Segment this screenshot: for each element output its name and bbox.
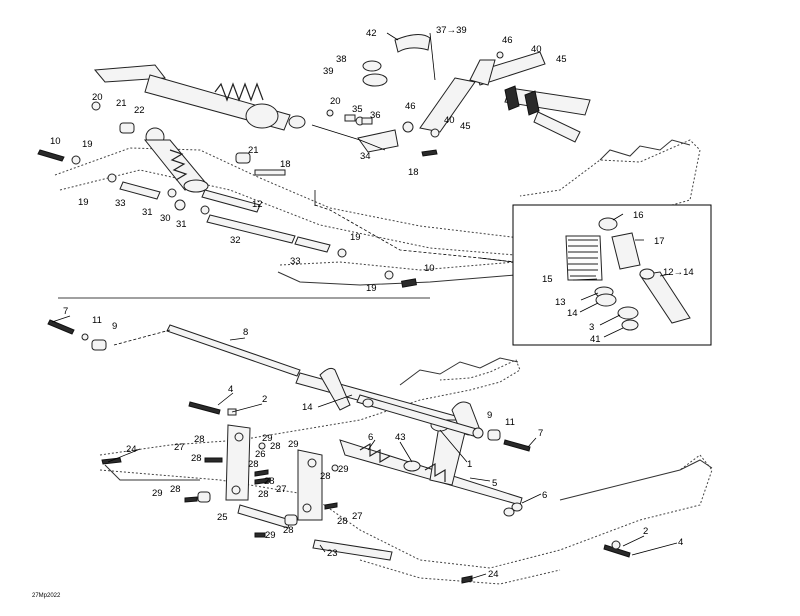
callout-37-39: 37→39 xyxy=(436,25,467,36)
callout-16: 16 xyxy=(633,210,644,221)
callout-46: 46 xyxy=(405,101,416,112)
rear-shock-absorber xyxy=(94,64,306,131)
lower-leaders xyxy=(51,315,678,580)
callout-28: 28 xyxy=(264,476,275,487)
callout-4: 4 xyxy=(228,384,233,395)
callout-10: 10 xyxy=(50,136,61,147)
callout-41: 41 xyxy=(590,334,601,345)
callout-32: 32 xyxy=(230,235,241,246)
callout-45: 45 xyxy=(460,121,471,132)
callout-17: 17 xyxy=(654,236,665,247)
callout-35: 35 xyxy=(352,104,363,115)
callout-9: 9 xyxy=(112,321,117,332)
callout-33: 33 xyxy=(115,198,126,209)
callout-28: 28 xyxy=(194,434,205,445)
callout-19: 19 xyxy=(366,283,377,294)
callout-2: 2 xyxy=(262,394,267,405)
callout-14: 14 xyxy=(302,402,313,413)
callout-36: 36 xyxy=(370,110,381,121)
callout-29: 29 xyxy=(288,439,299,450)
callout-20: 20 xyxy=(92,92,103,103)
callout-27: 27 xyxy=(276,484,287,495)
callout-3: 3 xyxy=(589,322,594,333)
callout-20: 20 xyxy=(330,96,341,107)
callout-28: 28 xyxy=(248,459,259,470)
callout-29: 29 xyxy=(338,464,349,475)
callout-46: 46 xyxy=(502,35,513,46)
upper-right-lever xyxy=(326,34,591,157)
callout-18: 18 xyxy=(408,167,419,178)
callout-28: 28 xyxy=(337,516,348,527)
axle-8 xyxy=(166,324,301,377)
detail-inset xyxy=(479,204,712,346)
callout-28: 28 xyxy=(270,441,281,452)
callout-23: 23 xyxy=(327,548,338,559)
callout-28: 28 xyxy=(320,471,331,482)
front-shock-absorber xyxy=(143,127,209,193)
callout-6: 6 xyxy=(368,432,373,443)
callout-11: 11 xyxy=(505,417,515,428)
callout-19: 19 xyxy=(78,197,89,208)
callout-13: 13 xyxy=(555,297,566,308)
callout-4: 4 xyxy=(678,537,683,548)
lower-dashed-leader xyxy=(113,329,171,346)
callout-18: 18 xyxy=(280,159,291,170)
callout-31: 31 xyxy=(176,219,187,230)
callout-22: 22 xyxy=(134,105,145,116)
callout-40: 40 xyxy=(444,115,455,126)
callout-21: 21 xyxy=(248,145,259,156)
callout-28: 28 xyxy=(258,489,269,500)
callout-24: 24 xyxy=(126,444,137,455)
callout-2: 2 xyxy=(643,526,648,537)
callout-labels: 42 37→39 46 40 45 38 39 20 35 36 46 40 4… xyxy=(32,25,694,599)
callout-7: 7 xyxy=(538,428,543,439)
callout-38: 38 xyxy=(336,54,347,65)
callout-27: 27 xyxy=(352,511,363,522)
callout-30: 30 xyxy=(160,213,171,224)
callout-29: 29 xyxy=(265,530,276,541)
callout-31: 31 xyxy=(142,207,153,218)
callout-10: 10 xyxy=(424,263,435,274)
callout-14: 14 xyxy=(567,308,578,319)
callout-19: 19 xyxy=(82,139,93,150)
callout-26: 26 xyxy=(255,449,266,460)
callout-29: 29 xyxy=(262,433,273,444)
callout-12: 12 xyxy=(252,199,263,210)
rear-arm-brackets xyxy=(101,401,631,584)
callout-8: 8 xyxy=(243,327,248,338)
callout-33: 33 xyxy=(290,256,301,267)
callout-43: 43 xyxy=(395,432,406,443)
callout-28: 28 xyxy=(191,453,202,464)
callout-21: 21 xyxy=(116,98,127,109)
callout-25: 25 xyxy=(217,512,228,523)
callout-29: 29 xyxy=(152,488,163,499)
callout-24: 24 xyxy=(488,569,499,580)
callout-7: 7 xyxy=(63,306,68,317)
callout-28: 28 xyxy=(283,525,294,536)
callout-5: 5 xyxy=(492,478,497,489)
figure-code: 27Mp2022 xyxy=(32,593,61,599)
callout-39: 39 xyxy=(323,66,334,77)
callout-42: 42 xyxy=(366,28,377,39)
upper-leaders xyxy=(58,32,516,299)
callout-6: 6 xyxy=(542,490,547,501)
callout-28: 28 xyxy=(170,484,181,495)
callout-1: 1 xyxy=(467,459,472,470)
callout-34: 34 xyxy=(360,151,371,162)
front-axle xyxy=(47,319,531,517)
callout-19: 19 xyxy=(350,232,361,243)
callout-12-14: 12→14 xyxy=(663,267,694,278)
upper-tubes xyxy=(37,101,417,288)
callout-11: 11 xyxy=(92,315,102,326)
callout-9: 9 xyxy=(487,410,492,421)
callout-40: 40 xyxy=(531,44,542,55)
callout-27: 27 xyxy=(174,442,185,453)
callout-45: 45 xyxy=(556,54,567,65)
callout-15: 15 xyxy=(542,274,553,285)
